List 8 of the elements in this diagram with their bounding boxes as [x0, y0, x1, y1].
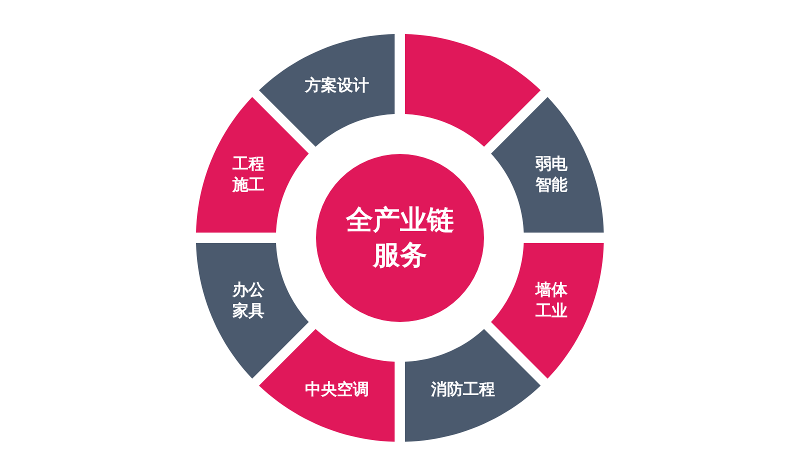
segment-label: 消防工程	[430, 379, 496, 400]
segment-label: 办公家具	[231, 280, 266, 322]
segment-label: 中央空调	[304, 379, 370, 400]
segment-label: 弱电智能	[534, 154, 568, 196]
segment-label: 工程施工	[231, 154, 266, 196]
segment-label: 墙体工业	[534, 280, 568, 322]
center-title: 全产业链服务	[344, 204, 455, 273]
segment-label: 方案设计	[304, 76, 370, 97]
